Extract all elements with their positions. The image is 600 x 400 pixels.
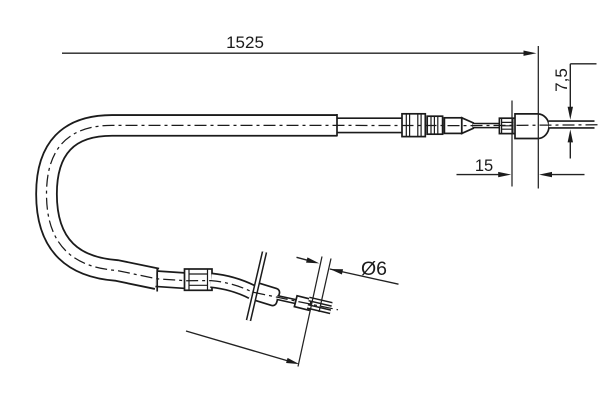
- dia6-extension-line-b: [318, 258, 332, 313]
- dimension-dia6: Ø6: [296, 256, 399, 367]
- dim-75-arrow-down: [567, 106, 573, 120]
- flange-bar-fill: [247, 251, 266, 321]
- spline-detail: [501, 118, 514, 134]
- dim-15-arrow-right: [498, 171, 512, 178]
- dim-75-arrow-up: [567, 129, 573, 143]
- dim-1525-arrow: [523, 50, 537, 56]
- diagonal-dim-arrow: [286, 357, 300, 365]
- lower-sleeve-detail: [188, 269, 209, 291]
- cable-sheath-fill: [37, 115, 337, 289]
- dim-15-arrow-left: [539, 171, 552, 178]
- dim-1525-label: 1525: [226, 33, 264, 52]
- dimension-1525: 1525: [62, 33, 537, 56]
- dia6-label: Ø6: [361, 258, 387, 280]
- dia6-arrow-right: [329, 269, 344, 275]
- diagonal-dim-line: [185, 330, 291, 363]
- dim-15-label: 15: [475, 157, 493, 175]
- dimension-diagonal: [185, 330, 300, 365]
- dimension-7-5: 7,5: [552, 63, 597, 159]
- dim-75-label: 7,5: [552, 68, 571, 92]
- dimension-15: 15: [456, 157, 585, 178]
- end-barrel: [514, 113, 550, 140]
- dia6-arrow-left: [306, 257, 320, 264]
- dia6-extension-line-a: [297, 256, 323, 367]
